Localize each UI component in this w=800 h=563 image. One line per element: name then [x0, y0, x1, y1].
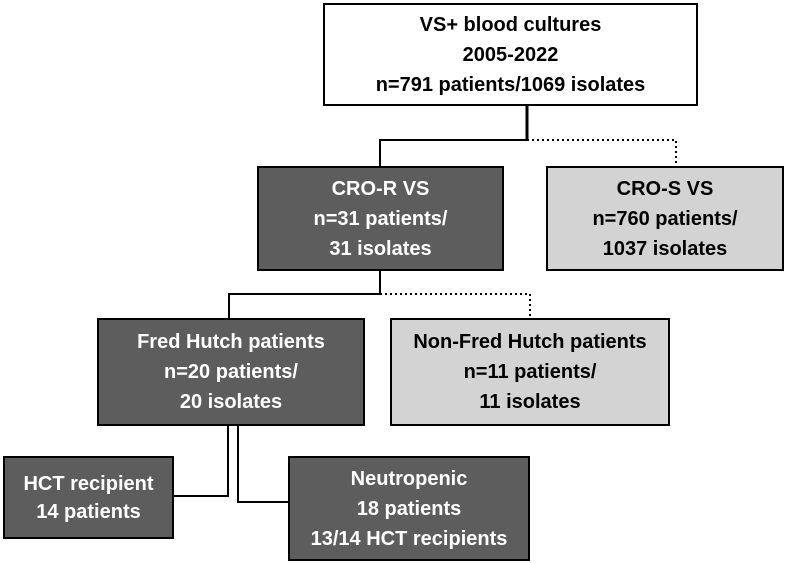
box-cro-r-vs: CRO-R VS n=31 patients/ 31 isolates: [257, 166, 504, 271]
box-fred-hutch-line-2: n=20 patients/: [164, 361, 298, 383]
box-cro-r-vs-line-3: 31 isolates: [329, 237, 432, 260]
connector-root-to-cros: [527, 139, 677, 166]
connector-fred-to-neutropenic: [237, 426, 288, 503]
box-hct-recipient: HCT recipient 14 patients: [3, 456, 174, 539]
box-cro-s-vs-line-1: CRO-S VS: [616, 177, 714, 200]
connector-fred-to-hct: [174, 426, 229, 497]
box-cro-s-vs-line-3: 1037 isolates: [602, 237, 728, 260]
box-vs-blood-cultures-line-2: 2005-2022: [462, 43, 559, 66]
connector-root-to-cror: [379, 139, 527, 166]
connector-cror-to-fred: [228, 293, 380, 318]
box-fred-hutch-line-1: Fred Hutch patients: [137, 331, 325, 353]
box-cro-s-vs: CRO-S VS n=760 patients/ 1037 isolates: [546, 166, 784, 271]
connector-cror-to-nonfred: [380, 293, 531, 318]
box-cro-r-vs-line-2: n=31 patients/: [313, 207, 448, 230]
box-neutropenic-line-3: 13/14 HCT recipients: [310, 527, 508, 550]
box-hct-recipient-line-2: 14 patients: [36, 500, 141, 523]
box-fred-hutch-line-3: 20 isolates: [179, 391, 283, 413]
box-vs-blood-cultures: VS+ blood cultures 2005-2022 n=791 patie…: [323, 3, 698, 106]
box-vs-blood-cultures-line-3: n=791 patients/1069 isolates: [375, 73, 646, 96]
box-fred-hutch-patients: Fred Hutch patients n=20 patients/ 20 is…: [97, 318, 365, 426]
box-cro-s-vs-line-2: n=760 patients/: [592, 207, 738, 230]
box-non-fred-hutch-line-3: 11 isolates: [479, 391, 581, 413]
box-neutropenic: Neutropenic 18 patients 13/14 HCT recipi…: [288, 456, 530, 561]
box-vs-blood-cultures-line-1: VS+ blood cultures: [419, 13, 602, 36]
box-non-fred-hutch-line-2: n=11 patients/: [463, 361, 597, 383]
box-cro-r-vs-line-1: CRO-R VS: [331, 177, 430, 200]
box-non-fred-hutch-patients: Non-Fred Hutch patients n=11 patients/ 1…: [390, 318, 670, 426]
box-neutropenic-line-2: 18 patients: [356, 497, 462, 520]
box-non-fred-hutch-line-1: Non-Fred Hutch patients: [413, 331, 647, 353]
box-hct-recipient-line-1: HCT recipient: [23, 472, 154, 495]
box-neutropenic-line-1: Neutropenic: [350, 467, 468, 490]
